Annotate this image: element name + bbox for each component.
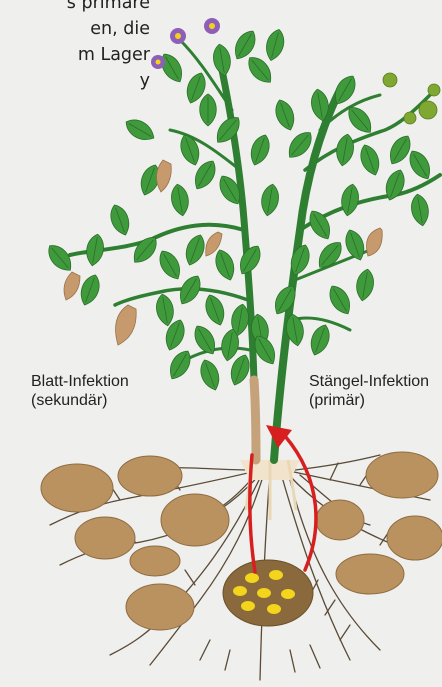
spore — [257, 588, 271, 598]
leaves — [43, 27, 435, 393]
spore — [269, 570, 283, 580]
tuber — [161, 494, 229, 546]
infected-leaf — [116, 305, 137, 345]
spore — [245, 573, 259, 583]
tuber — [387, 516, 442, 560]
berry — [383, 73, 397, 87]
infected-leaf — [156, 160, 171, 192]
flower — [151, 55, 165, 69]
flower — [204, 18, 220, 34]
leaf-infection-label: Blatt-Infektion (sekundär) — [31, 372, 129, 410]
berry — [404, 112, 416, 124]
tuber — [130, 546, 180, 576]
stem-infection-label: Stängel-Infektion (primär) — [309, 372, 429, 410]
infected-leaf — [367, 228, 383, 256]
stem-infection-arrowhead — [266, 425, 292, 448]
flowers — [151, 18, 220, 69]
spore — [267, 604, 281, 614]
berries — [383, 73, 440, 124]
stem-infection-title: Stängel-Infektion — [309, 372, 429, 391]
stem-infection-subtitle: (primär) — [309, 391, 429, 410]
tuber — [75, 517, 135, 559]
infected-leaf — [64, 272, 80, 300]
spore — [233, 586, 247, 596]
flower — [170, 28, 186, 44]
tuber — [41, 464, 113, 512]
mother-tuber — [223, 560, 313, 626]
tuber — [126, 584, 194, 630]
tuber — [366, 452, 438, 498]
berry — [428, 84, 440, 96]
leaf-infection-title: Blatt-Infektion — [31, 372, 129, 391]
spore — [241, 601, 255, 611]
tuber — [118, 456, 182, 496]
leaf-infection-subtitle: (sekundär) — [31, 391, 129, 410]
tuber — [316, 500, 364, 540]
spore — [281, 589, 295, 599]
berry — [419, 101, 437, 119]
tuber — [336, 554, 404, 594]
